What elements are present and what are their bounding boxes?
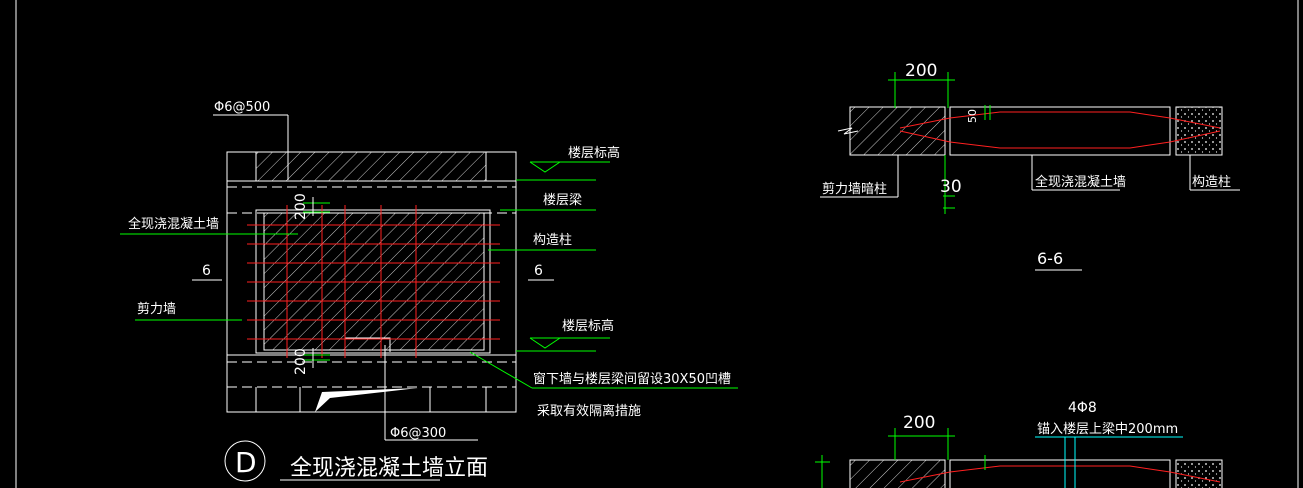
lower-detail	[849, 459, 1223, 488]
elevation-title: 全现浇混凝土墙立面	[290, 456, 488, 481]
lower-detail-note: 锚入楼层上梁中200mm	[1037, 422, 1178, 437]
section-66-dim-top: 200	[905, 61, 937, 81]
floor-level-bottom-label: 楼层标高	[562, 318, 614, 334]
section-66-column-label: 构造柱	[1192, 175, 1231, 190]
dim-bottom-vertical: 200	[293, 348, 309, 375]
floor-beam-label: 楼层梁	[543, 193, 582, 208]
section-66-rebar	[899, 111, 1221, 149]
floor-level-top-label: 楼层标高	[568, 145, 620, 161]
section-66-dim-gap: 30	[940, 177, 962, 197]
section-mark-left: 6	[202, 263, 211, 279]
groove-note: 窗下墙与楼层梁间留设30X50凹槽	[533, 371, 731, 387]
section-66-title: 6-6	[1037, 249, 1063, 268]
lower-detail-rebar-label: 4Φ8	[1068, 400, 1097, 416]
elevation-leaders	[120, 161, 738, 389]
cast-wall-label: 全现浇混凝土墙	[128, 216, 219, 232]
section-66-callouts	[820, 155, 1240, 271]
section-mark-right: 6	[534, 263, 543, 279]
title-letter: D	[235, 446, 257, 479]
elevation-callouts	[192, 114, 554, 482]
section-66-cast-wall-label: 全现浇混凝土墙	[1035, 174, 1126, 190]
lower-detail-dim-top: 200	[903, 413, 935, 433]
section-66-leaders	[888, 72, 991, 214]
groove-note-2: 采取有效隔离措施	[537, 403, 641, 419]
shear-wall-column-label: 剪力墙暗柱	[822, 181, 887, 197]
section-66-small-dim: 50	[966, 109, 979, 123]
rebar-top-label: Φ6@500	[214, 100, 270, 115]
dim-top-vertical: 200	[293, 193, 309, 220]
lower-detail-leaders	[815, 428, 1183, 488]
elevation-rebar	[247, 205, 500, 358]
structural-column-label: 构造柱	[533, 233, 572, 248]
rebar-bottom-label: Φ6@300	[390, 426, 446, 441]
shear-wall-label: 剪力墙	[137, 301, 176, 317]
lower-detail-rebar	[899, 465, 1221, 483]
